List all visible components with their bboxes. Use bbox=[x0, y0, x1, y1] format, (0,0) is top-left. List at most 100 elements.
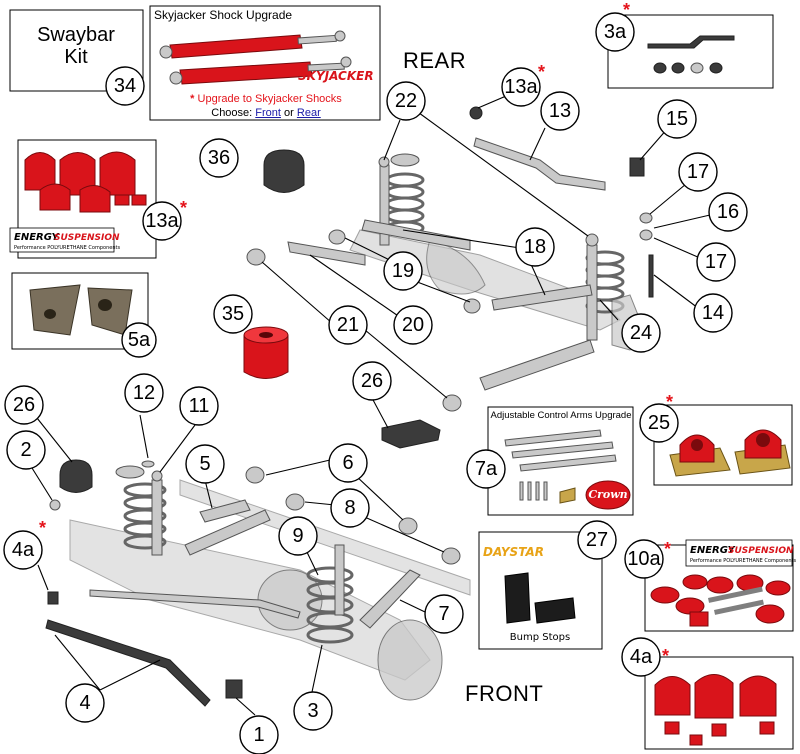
star-13a-left: * bbox=[180, 198, 187, 218]
callout-19: 19 bbox=[383, 251, 423, 291]
svg-text:34: 34 bbox=[114, 75, 136, 97]
svg-text:10a: 10a bbox=[627, 548, 661, 570]
polyurethane-bushings-13a bbox=[24, 151, 147, 213]
svg-text:16: 16 bbox=[717, 201, 739, 223]
shock-upgrade-hotspot[interactable] bbox=[150, 22, 380, 90]
callout-1: 1 bbox=[239, 715, 279, 754]
sway-bar-bracket-15 bbox=[629, 157, 645, 177]
shock-upgrade-note-text: Upgrade to Skyjacker Shocks bbox=[197, 93, 342, 105]
svg-text:7: 7 bbox=[438, 603, 449, 625]
rear-bushing-a bbox=[246, 248, 266, 266]
svg-text:5: 5 bbox=[199, 453, 210, 475]
star-25: * bbox=[666, 392, 673, 412]
star-13a-rear: * bbox=[538, 62, 545, 82]
inset-3a-box bbox=[607, 14, 774, 89]
svg-text:14: 14 bbox=[702, 302, 724, 324]
svg-text:11: 11 bbox=[189, 395, 210, 417]
swaybar-kit-line1: Swaybar bbox=[37, 24, 115, 46]
front-track-bar bbox=[45, 619, 211, 707]
svg-text:12: 12 bbox=[133, 382, 155, 404]
front-sway-bracket bbox=[225, 679, 243, 699]
callout-8: 8 bbox=[330, 488, 370, 528]
star-3a: * bbox=[623, 0, 630, 20]
red-bushing-35 bbox=[243, 326, 289, 379]
front-shock-link[interactable]: Front bbox=[255, 107, 281, 119]
callout-17-top: 17 bbox=[678, 152, 718, 192]
callout-5a: 5a bbox=[121, 322, 157, 358]
rear-spring-isolator bbox=[390, 153, 420, 167]
star-4a-left: * bbox=[39, 518, 46, 538]
callout-4a-left: 4a bbox=[3, 530, 43, 570]
energy-logo-word1-left: ENERGY bbox=[14, 232, 61, 243]
rear-sway-link bbox=[648, 254, 654, 298]
callout-7a: 7a bbox=[466, 449, 506, 489]
crown-logo: Crown bbox=[588, 488, 627, 501]
callout-36: 36 bbox=[199, 138, 239, 178]
swaybar-link-kit-hotspot[interactable] bbox=[640, 20, 770, 82]
star-4a-right: * bbox=[662, 646, 669, 666]
or-label: or bbox=[284, 107, 294, 119]
front-coil-spring-left bbox=[123, 482, 167, 550]
callout-35: 35 bbox=[213, 294, 253, 334]
swaybar-kit-line2: Kit bbox=[64, 46, 88, 68]
rear-bushing-d bbox=[328, 229, 346, 245]
svg-text:8: 8 bbox=[344, 497, 355, 519]
callout-27: 27 bbox=[577, 520, 617, 560]
rear-upper-control-arm-right bbox=[491, 284, 593, 311]
callout-18: 18 bbox=[515, 227, 555, 267]
rear-label: REAR bbox=[403, 48, 467, 73]
bump-stops-box bbox=[478, 531, 603, 650]
svg-text:4: 4 bbox=[79, 692, 90, 714]
callout-13: 13 bbox=[540, 91, 580, 131]
svg-text:13a: 13a bbox=[145, 210, 179, 232]
brackets-5a-hotspot[interactable] bbox=[12, 273, 148, 349]
svg-text:25: 25 bbox=[648, 412, 670, 434]
front-coil-spring-right bbox=[306, 566, 354, 644]
svg-text:24: 24 bbox=[630, 322, 652, 344]
rear-bushing-c bbox=[463, 298, 481, 314]
callout-9: 9 bbox=[278, 516, 318, 556]
bushings-4a-hotspot[interactable] bbox=[645, 657, 793, 749]
energy-logo-tagline-right: Performance POLYURETHANE Components bbox=[690, 558, 796, 564]
front-shock-left bbox=[151, 470, 163, 556]
callout-11: 11 bbox=[179, 386, 219, 426]
callout-26-front: 26 bbox=[4, 385, 44, 425]
callout-17-bottom: 17 bbox=[696, 242, 736, 282]
svg-text:21: 21 bbox=[337, 314, 359, 336]
swaybar-link-kit bbox=[647, 35, 735, 74]
front-upper-control-arm-left bbox=[184, 509, 271, 556]
svg-text:5a: 5a bbox=[128, 329, 151, 351]
rear-lower-control-arm-left bbox=[287, 241, 366, 266]
callout-3a: 3a bbox=[595, 12, 635, 52]
callout-15: 15 bbox=[657, 99, 697, 139]
front-bushing-6a bbox=[245, 466, 265, 484]
callout-2: 2 bbox=[6, 430, 46, 470]
bushings-10a-hotspot[interactable] bbox=[645, 566, 793, 631]
rear-shock-link[interactable]: Rear bbox=[296, 107, 321, 119]
shock-upgrade-note: * Upgrade to Skyjacker Shocks bbox=[154, 92, 378, 106]
front-axle-assembly bbox=[45, 459, 471, 707]
control-arms-hotspot[interactable] bbox=[488, 420, 633, 515]
energy-suspension-logo-left: ENERGY SUSPENSION Performance POLYURETHA… bbox=[9, 227, 120, 253]
bushings-13a-hotspot[interactable] bbox=[18, 140, 156, 228]
bump-stops-hotspot[interactable] bbox=[479, 560, 602, 649]
front-upper-control-arm-right bbox=[359, 569, 421, 629]
callout-34: 34 bbox=[105, 66, 145, 106]
shock-upgrade-star: * bbox=[190, 93, 195, 105]
sway-bushings-25-hotspot[interactable] bbox=[654, 405, 792, 485]
front-bump-stop-26 bbox=[59, 459, 93, 493]
rear-upper-control-arm-left bbox=[361, 219, 471, 251]
front-label: FRONT bbox=[465, 681, 544, 706]
front-bushing-6b bbox=[398, 517, 418, 535]
jounce-cup bbox=[141, 460, 155, 468]
svg-text:4a: 4a bbox=[12, 539, 35, 561]
svg-text:19: 19 bbox=[392, 260, 414, 282]
front-sway-bar bbox=[89, 589, 301, 619]
energy-logo-word1-right: ENERGY bbox=[690, 545, 737, 556]
swaybar-kit-label[interactable]: Swaybar Kit bbox=[12, 24, 140, 68]
polyurethane-bushings-4a bbox=[654, 674, 777, 746]
callout-22: 22 bbox=[386, 81, 426, 121]
callout-26-rear: 26 bbox=[352, 361, 392, 401]
callout-20: 20 bbox=[393, 305, 433, 345]
